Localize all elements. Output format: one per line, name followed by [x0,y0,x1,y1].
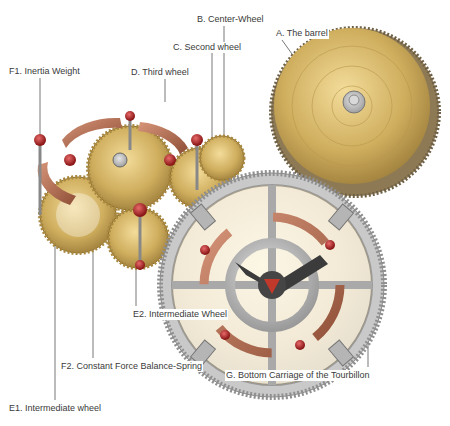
center-wheel [200,136,244,180]
jewel [125,111,135,121]
leader-line [212,53,213,150]
jewel [133,203,147,217]
part-label: G. Bottom Carriage of the Tourbillon [225,370,370,381]
barrel-arbor [343,91,365,113]
jewel [34,134,46,146]
barrel-rim [271,28,439,196]
jewel [164,154,176,166]
inertia-weight [138,122,188,154]
part-label: F1. Inertia Weight [8,66,81,77]
leader-line [55,232,56,400]
barrel [271,28,439,196]
balance-rim [204,217,340,353]
part-label: C. Second wheel [172,42,242,53]
part-label: E1. Intermediate wheel [8,403,102,414]
part-label: E2. Intermediate Wheel [132,309,228,320]
intermediate-wheel [108,208,168,268]
inertia-weight [62,118,122,148]
balance-hub [113,153,127,167]
barrel-cover [274,28,430,184]
leader-line [40,78,41,140]
jewel [135,260,145,270]
jewel [191,134,203,146]
part-label: A. The barrel [275,28,329,39]
jewel [64,154,76,166]
carriage-bridge [230,243,314,327]
part-label: D. Third wheel [130,67,190,78]
part-label: B. Center-Wheel [196,14,265,25]
carriage-jewel [264,279,280,294]
inertia-weight [38,162,76,205]
leader-line [165,79,166,102]
part-label: F2. Constant Force Balance-Spring [60,361,203,372]
